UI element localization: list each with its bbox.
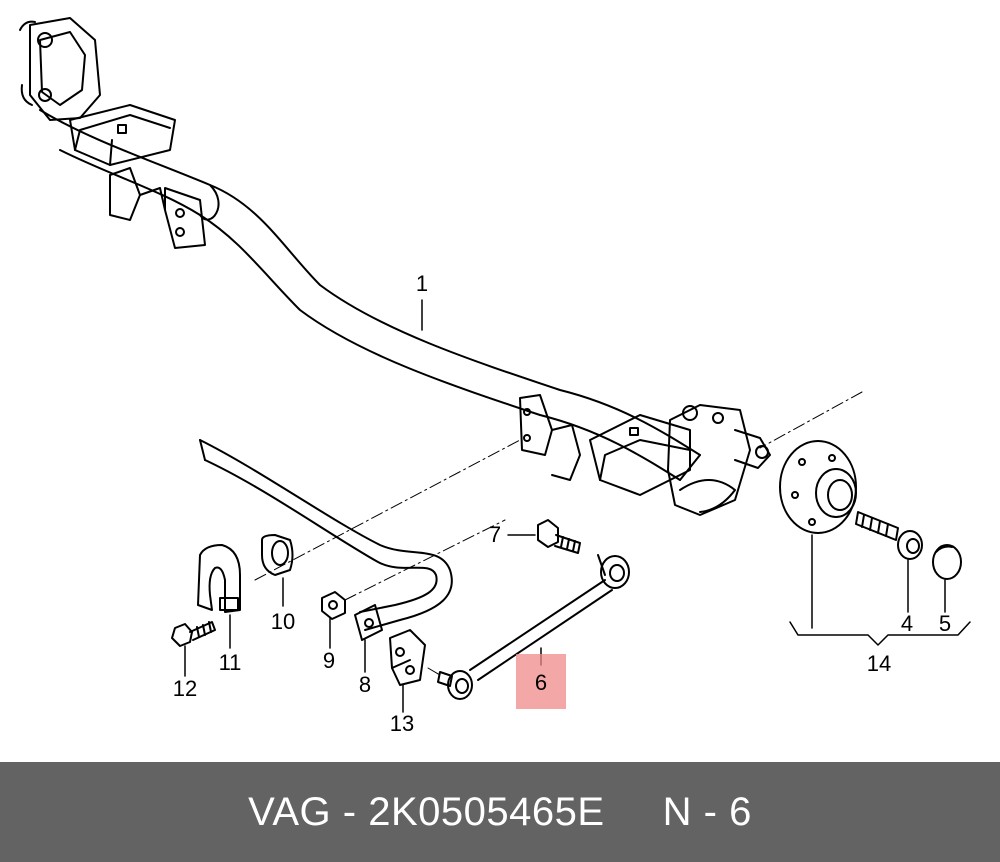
callout-4: 4	[900, 611, 914, 636]
clamp-bolt	[171, 621, 216, 647]
callout-11: 11	[218, 650, 242, 675]
footer-gap	[605, 790, 663, 835]
mount-clip	[389, 629, 426, 686]
axle-beam	[39, 109, 701, 481]
callout-12: 12	[172, 676, 198, 701]
callout-6: 6	[534, 670, 548, 695]
brand-label: VAG	[248, 789, 332, 834]
callout-7: 7	[488, 522, 502, 547]
right-mount-and-knuckle	[519, 394, 771, 516]
callout-13: 13	[389, 711, 415, 736]
assembly-centerlines	[254, 391, 863, 676]
flange-nut	[321, 591, 346, 620]
callout-8: 8	[358, 672, 372, 697]
brand-separator	[331, 790, 343, 835]
callout-9: 9	[322, 648, 336, 673]
exploded-parts-diagram	[19, 17, 971, 713]
callout-10: 10	[270, 609, 296, 634]
diagram-position-note: N - 6	[662, 789, 752, 834]
dust-cap	[932, 544, 962, 580]
separator-label: -	[342, 789, 357, 834]
highlighted-part-marker	[516, 654, 566, 709]
part-number: 2K0505465E	[368, 789, 605, 834]
stabilizer-bar	[199, 439, 453, 631]
part-number-footer: VAG - 2K0505465E N - 6	[0, 762, 1000, 862]
coupling-rod	[437, 554, 630, 700]
callout-5: 5	[938, 611, 952, 636]
callout-14: 14	[866, 651, 892, 676]
left-mount-bracket	[19, 17, 206, 249]
bushing-clamp	[197, 544, 241, 613]
separator-space	[357, 790, 369, 835]
stabilizer-bracket	[354, 604, 383, 641]
wheel-hub	[779, 440, 857, 534]
callout-1: 1	[415, 271, 429, 296]
hub-bolt	[855, 511, 923, 560]
link-bolt	[537, 519, 581, 554]
rubber-bushing	[261, 534, 294, 576]
